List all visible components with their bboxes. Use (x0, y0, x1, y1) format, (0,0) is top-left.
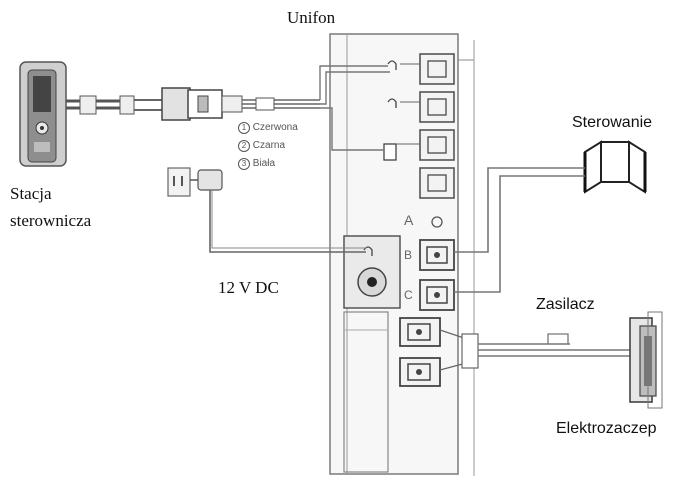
wire-3-name: Biała (252, 158, 276, 169)
wire-3-number: 3 (238, 158, 250, 170)
terminal-1 (387, 53, 455, 85)
signal-wires (319, 65, 390, 151)
upper-terminals (383, 53, 455, 199)
door-station (19, 61, 67, 167)
terminal-c (419, 279, 455, 311)
wire-2-name: Czarna (252, 140, 286, 151)
terminal-letter-a: A (404, 212, 414, 228)
wire-1-number: 1 (238, 122, 250, 134)
power-socket (343, 235, 401, 309)
station-label-line2: sterownicza (10, 211, 92, 230)
electric-strike-label: Elektrozaczep (556, 420, 657, 437)
terminal-a (431, 216, 443, 228)
station-cable (66, 95, 168, 115)
connector-plug (161, 87, 320, 121)
power-12v-label: 12 V DC (218, 278, 279, 297)
station-label-line1: Stacja (10, 184, 52, 203)
wire-1-name: Czerwona (252, 122, 298, 133)
lower-terminals (419, 216, 455, 311)
electric-strike (629, 311, 663, 409)
control-device (454, 140, 647, 293)
terminal-3 (383, 129, 455, 161)
control-label: Sterowanie (572, 114, 653, 131)
terminal-4 (419, 167, 455, 199)
power-adapter (167, 167, 366, 253)
wire-legend-1: 1 Czerwona (238, 122, 298, 134)
lock-wiring (478, 333, 630, 357)
power-supply-label: Zasilacz (536, 296, 595, 313)
wire-2-number: 2 (238, 140, 250, 152)
terminal-b (419, 239, 455, 271)
terminal-letter-c: C (404, 288, 413, 302)
unifon-label: Unifon (287, 8, 336, 27)
terminal-letter-b: B (404, 248, 413, 262)
terminal-2 (387, 91, 455, 123)
lock-terminals (399, 317, 479, 387)
wire-legend-2: 2 Czarna (238, 140, 285, 152)
wire-legend-3: 3 Biała (238, 158, 275, 170)
